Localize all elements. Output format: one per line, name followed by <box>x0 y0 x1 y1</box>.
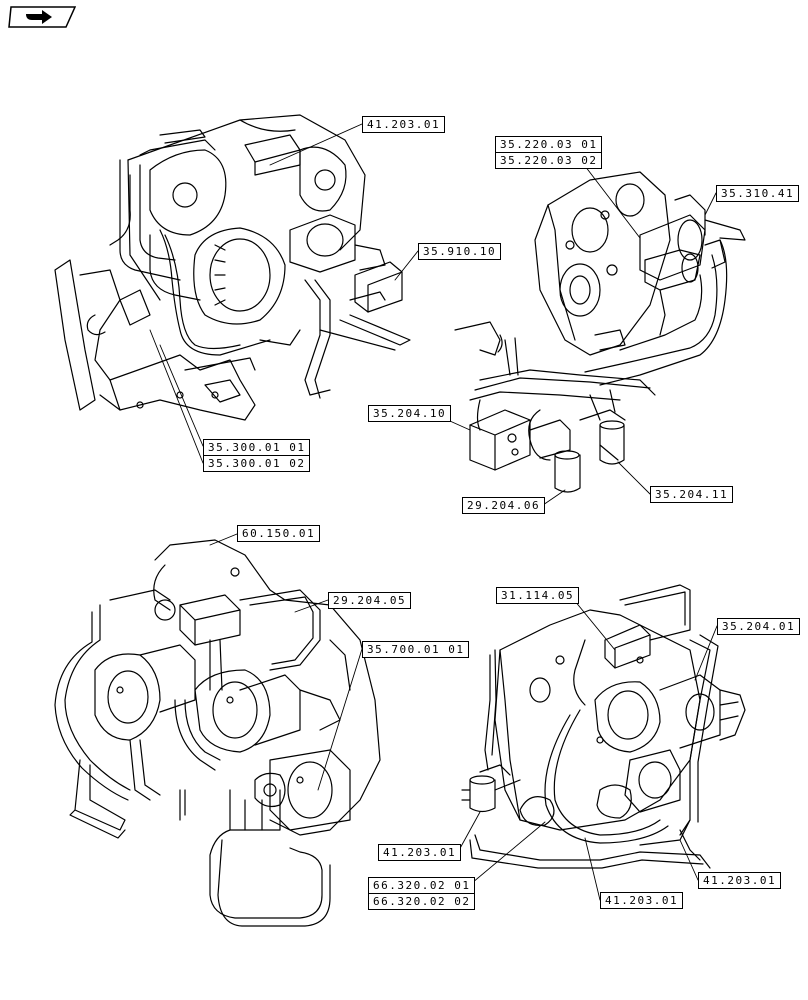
callout-35-220-03-02: 35.220.03 02 <box>500 154 598 167</box>
callout-66-320-02[interactable]: 66.320.02 01 66.320.02 02 <box>368 877 476 910</box>
callout-41-203-01-top[interactable]: 41.203.01 <box>362 116 446 133</box>
assembly-top-left <box>54 114 411 421</box>
callout-41-203-01-right[interactable]: 41.203.01 <box>698 872 782 889</box>
callout-31-114-05[interactable]: 31.114.05 <box>496 587 580 604</box>
callout-35-910-10[interactable]: 35.910.10 <box>418 243 502 260</box>
assembly-bottom-left <box>54 539 381 927</box>
callout-29-204-06[interactable]: 29.204.06 <box>462 497 546 514</box>
callout-35-204-01[interactable]: 35.204.01 <box>717 618 801 635</box>
callout-35-310-41[interactable]: 35.310.41 <box>716 185 800 202</box>
callout-35-220-03-01: 35.220.03 01 <box>496 137 602 153</box>
callout-66-320-02-01: 66.320.02 01 <box>369 878 475 894</box>
callout-35-204-10[interactable]: 35.204.10 <box>368 405 452 422</box>
callout-35-300-01-01: 35.300.01 01 <box>204 440 310 456</box>
callout-41-203-01-bottom[interactable]: 41.203.01 <box>600 892 684 909</box>
callout-35-220-03[interactable]: 35.220.03 01 35.220.03 02 <box>495 136 603 169</box>
callout-29-204-05[interactable]: 29.204.05 <box>328 592 412 609</box>
callout-35-300-01-02: 35.300.01 02 <box>208 457 306 470</box>
callout-35-204-11[interactable]: 35.204.11 <box>650 486 734 503</box>
callout-41-203-01-filter[interactable]: 41.203.01 <box>378 844 462 861</box>
assembly-top-right <box>454 171 746 493</box>
callout-66-320-02-02: 66.320.02 02 <box>373 895 471 908</box>
callout-60-150-01[interactable]: 60.150.01 <box>237 525 321 542</box>
forward-arrow-icon[interactable] <box>8 6 76 28</box>
callout-35-700-01-01[interactable]: 35.700.01 01 <box>362 641 470 658</box>
callout-35-300-01[interactable]: 35.300.01 01 35.300.01 02 <box>203 439 311 472</box>
assembly-bottom-right <box>461 584 746 869</box>
leader-lines <box>149 123 718 901</box>
